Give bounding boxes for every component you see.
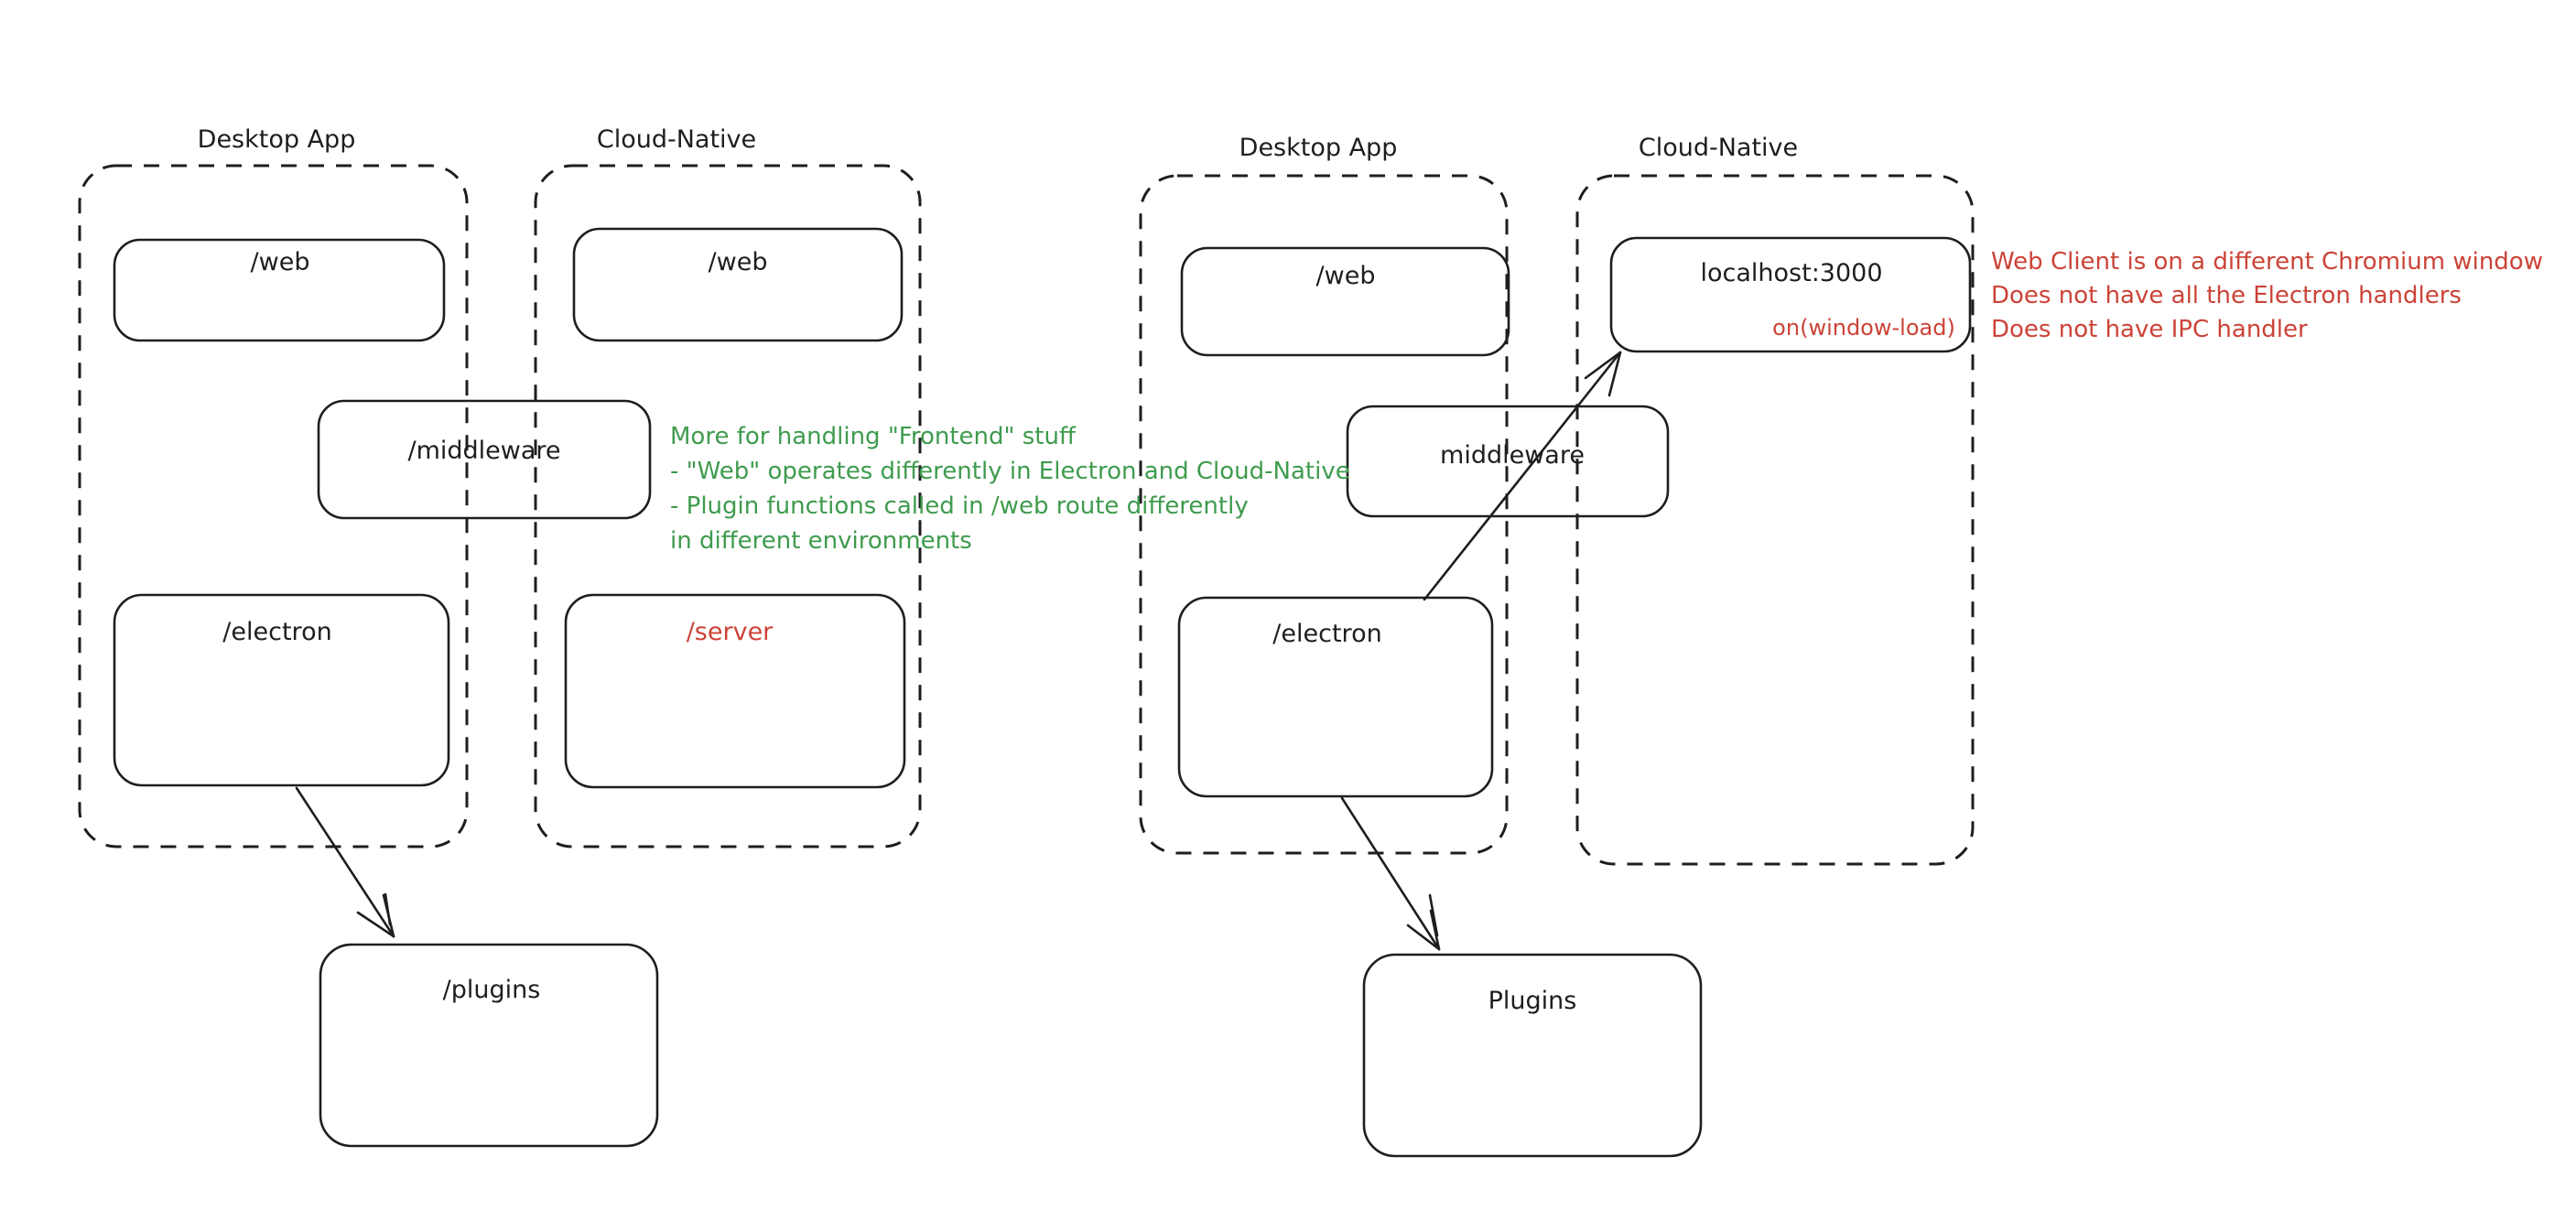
red-note-web-client[interactable]: Web Client is on a different Chromium wi… <box>1991 245 2543 347</box>
red-note-line-1: Web Client is on a different Chromium wi… <box>1991 248 2543 276</box>
label-localhost-3000[interactable]: localhost:3000 <box>1700 259 1883 287</box>
label-middleware-left[interactable]: /middleware <box>407 437 561 465</box>
label-on-window-load[interactable]: on(window-load) <box>1772 315 1955 340</box>
group-title-left-cloud-native[interactable]: Cloud-Native <box>596 125 757 154</box>
box-web-left-cloud[interactable] <box>572 227 904 342</box>
label-plugins-right[interactable]: Plugins <box>1488 987 1577 1015</box>
group-title-left-desktop-app[interactable]: Desktop App <box>197 125 356 154</box>
group-title-right-desktop-app[interactable]: Desktop App <box>1239 134 1398 162</box>
box-plugins-right[interactable] <box>1362 953 1703 1158</box>
red-note-line-3: Does not have IPC handler <box>1991 316 2308 343</box>
label-web-right-desktop[interactable]: /web <box>1315 262 1376 290</box>
label-electron-left[interactable]: /electron <box>222 618 332 646</box>
arrow-electron-to-plugins-right[interactable] <box>1340 796 1441 951</box>
group-title-right-cloud-native[interactable]: Cloud-Native <box>1638 134 1799 162</box>
arrow-electron-to-localhost-right[interactable] <box>1423 351 1622 601</box>
green-note-frontend-handling[interactable]: More for handling "Frontend" stuff - "We… <box>670 419 1350 558</box>
arrow-electron-to-plugins-left[interactable] <box>295 786 395 938</box>
label-web-left-cloud[interactable]: /web <box>708 248 768 276</box>
label-middleware-right[interactable]: middleware <box>1440 441 1585 470</box>
red-note-line-2: Does not have all the Electron handlers <box>1991 282 2462 309</box>
green-note-line-1: More for handling "Frontend" stuff <box>670 423 1076 450</box>
label-web-left-desktop[interactable]: /web <box>250 248 310 276</box>
label-electron-right[interactable]: /electron <box>1272 620 1382 648</box>
box-plugins-left[interactable] <box>319 943 659 1148</box>
green-note-line-3: - Plugin functions called in /web route … <box>670 492 1249 520</box>
green-note-line-2: - "Web" operates differently in Electron… <box>670 458 1350 485</box>
label-server-left[interactable]: /server <box>686 618 774 646</box>
label-plugins-left[interactable]: /plugins <box>442 976 541 1004</box>
green-note-line-4: in different environments <box>670 527 972 555</box>
